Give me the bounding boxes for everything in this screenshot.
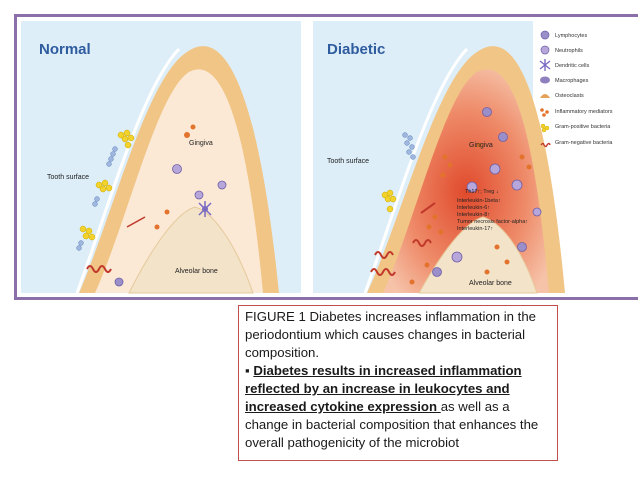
- legend-label: Macrophages: [555, 78, 589, 84]
- cytokine-line: Th17↑; Treg ↓: [465, 189, 499, 195]
- legend-label: Gram-negative bacteria: [555, 140, 613, 146]
- diabetic-immune-cells: [409, 107, 542, 285]
- gram-negative-icon: [540, 142, 551, 148]
- legend-label: Osteoclasts: [555, 93, 584, 99]
- osteoclast-icon: [540, 94, 550, 98]
- normal-alveolar-bone: [128, 206, 254, 294]
- normal-tooth-surface-label: Tooth surface: [47, 174, 89, 181]
- diabetic-panel: Diabetic Tooth surface Gingiva Alveolar …: [313, 21, 565, 294]
- lymphocyte-icon: [540, 30, 550, 40]
- caption-rest: as well as a change in bacterial composi…: [245, 399, 539, 450]
- macrophage-icon: [540, 76, 550, 84]
- normal-immune-cells: [114, 124, 227, 287]
- diabetic-gingiva-label: Gingiva: [469, 142, 493, 149]
- legend-item: Osteoclasts: [540, 93, 584, 99]
- normal-alveolar-bone-label: Alveolar bone: [175, 268, 218, 275]
- diabetic-panel-title: Diabetic: [327, 41, 385, 58]
- periodontium-illustration: Normal Tooth surface Gingiva Alveolar bo…: [21, 21, 613, 294]
- neutrophil-icon: [540, 45, 550, 55]
- normal-gram-negative-bacteria: [86, 265, 112, 273]
- legend-item: Neutrophils: [540, 45, 583, 55]
- legend-label: Dendritic cells: [555, 63, 589, 69]
- legend-item: Inflammatory mediators: [540, 108, 613, 117]
- gram-positive-icon: [540, 123, 550, 133]
- cytokine-line: Interleukin-1beta↑: [457, 198, 501, 204]
- normal-spirochete: [126, 216, 146, 228]
- cytokine-line: Interleukin-8↑: [457, 212, 490, 218]
- caption-title: FIGURE 1 Diabetes increases inflammation…: [245, 309, 536, 360]
- diabetic-tooth-surface-label: Tooth surface: [327, 158, 369, 165]
- legend-label: Gram-positive bacteria: [555, 124, 611, 130]
- legend-label: Inflammatory mediators: [555, 109, 613, 115]
- dendritic-cell-icon: [539, 59, 551, 71]
- caption-summary: ▪ Diabetes results in increased inflamma…: [245, 362, 551, 452]
- legend-label: Neutrophils: [555, 48, 583, 54]
- figure-frame: Normal Tooth surface Gingiva Alveolar bo…: [14, 14, 638, 300]
- bullet-icon: ▪: [245, 363, 250, 378]
- normal-panel: Normal Tooth surface Gingiva Alveolar bo…: [21, 21, 301, 294]
- diabetic-alveolar-bone: [418, 216, 538, 294]
- legend-label: Lymphocytes: [555, 33, 587, 39]
- normal-panel-title: Normal: [39, 41, 91, 58]
- legend-item: Dendritic cells: [539, 59, 589, 71]
- diabetic-gram-positive-bacteria: [381, 189, 397, 213]
- diabetic-rod-bacteria: [402, 132, 416, 160]
- legend-item: Gram-positive bacteria: [540, 123, 611, 133]
- cytokine-line: Interleukin-6↑: [457, 205, 490, 211]
- caption-emphasis: Diabetes results in increased inflammati…: [245, 363, 522, 414]
- diabetic-cytokine-list: Th17↑; Treg ↓ Interleukin-1beta↑ Interle…: [457, 189, 528, 232]
- legend-item: Gram-negative bacteria: [540, 140, 613, 148]
- legend: Lymphocytes Neutrophils Dendritic cells …: [539, 30, 613, 148]
- diabetic-gram-negative-bacteria: [370, 202, 436, 276]
- legend-item: Macrophages: [540, 76, 589, 84]
- mediator-icon: [540, 108, 549, 117]
- normal-tooth-surface: [75, 47, 181, 294]
- cytokine-line: Interleukin-17↑: [457, 226, 493, 232]
- normal-gingiva-label: Gingiva: [189, 140, 213, 147]
- legend-item: Lymphocytes: [540, 30, 587, 40]
- diabetic-alveolar-bone-label: Alveolar bone: [469, 280, 512, 287]
- cytokine-line: Tumor necrosis factor-alpha↑: [457, 219, 528, 225]
- normal-rod-bacteria: [76, 146, 118, 251]
- figure-caption: FIGURE 1 Diabetes increases inflammation…: [238, 305, 558, 461]
- normal-gram-positive-bacteria: [79, 129, 135, 241]
